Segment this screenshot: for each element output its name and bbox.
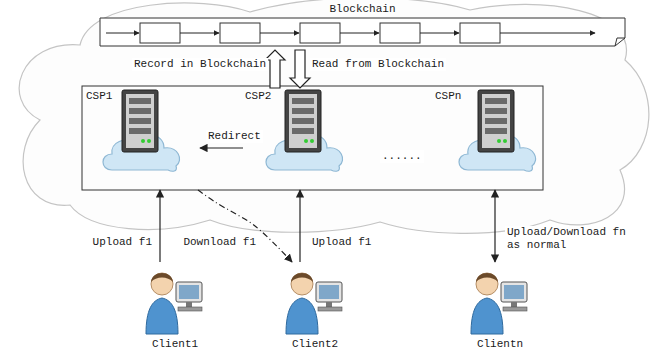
edge-label: Upload f1: [91, 236, 154, 249]
client-user: Client1: [140, 262, 210, 352]
block-boxes: [140, 23, 500, 43]
flow-arrow: [299, 190, 300, 262]
client-icon: [471, 273, 527, 334]
cloud-outline: [19, 0, 649, 233]
edge-label: Redirect: [206, 130, 263, 143]
edge-label: Upload f1: [310, 236, 373, 249]
csp-server: CSP1: [84, 88, 200, 190]
node-label: CSP1: [86, 90, 112, 103]
edge-label: Upload/Download fn as normal: [505, 226, 637, 252]
flow-arrow: [200, 147, 243, 148]
edge-label: Record in Blockchain: [132, 58, 268, 71]
block-links: [106, 33, 595, 34]
client-icon: [286, 273, 342, 334]
csp-container: [82, 86, 543, 190]
node-label: Blockchain: [329, 3, 395, 16]
node-label: CSP2: [245, 90, 271, 103]
block-arrow: [265, 50, 285, 88]
client-icon: [146, 273, 202, 334]
block-arrow: [290, 50, 310, 88]
edge-label: Read from Blockchain: [310, 58, 446, 71]
flow-arrow: [198, 190, 292, 262]
node-label: CSPn: [435, 90, 461, 103]
client-user: Client2: [280, 262, 350, 352]
server-icon: [478, 90, 514, 152]
ellipsis-label: ......: [380, 150, 424, 163]
node-label: Client1: [152, 338, 198, 351]
node-label: Clientn: [477, 338, 523, 351]
edge-label: Download f1: [181, 236, 258, 249]
csp-server: CSPn: [433, 88, 538, 190]
client-user: Clientn: [465, 262, 535, 352]
node-label: Client2: [292, 338, 338, 351]
flow-arrow: [494, 190, 495, 262]
server-icon: [285, 90, 321, 152]
server-icon: [122, 90, 158, 152]
blockchain-band: [100, 18, 625, 46]
flow-arrow: [159, 190, 160, 262]
blockchain-band: Blockchain: [100, 2, 625, 50]
